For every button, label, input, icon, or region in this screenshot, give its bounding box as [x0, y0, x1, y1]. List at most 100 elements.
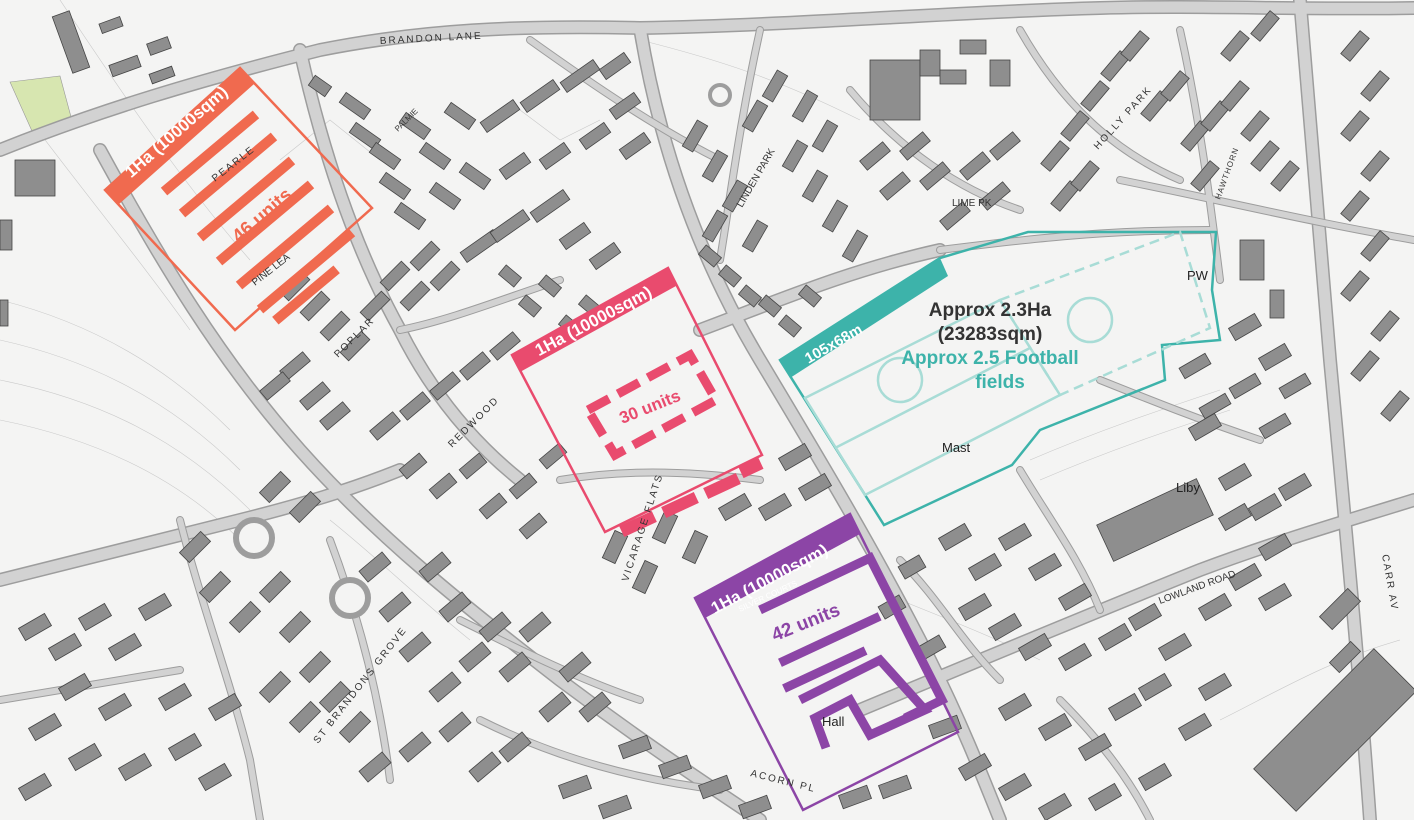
street-lime-pk: LIME PK: [952, 198, 992, 209]
building: [197, 762, 233, 792]
building: [97, 692, 133, 722]
building: [937, 522, 973, 552]
building: [358, 751, 392, 783]
building: [601, 529, 629, 565]
building: [877, 774, 913, 800]
building: [1137, 672, 1173, 702]
building: [318, 680, 352, 714]
building: [479, 99, 521, 133]
building: [228, 600, 262, 634]
building: [558, 221, 592, 251]
building: [899, 131, 931, 161]
building: [489, 331, 521, 361]
building: [517, 294, 543, 318]
building: [979, 181, 1011, 211]
building: [1217, 502, 1253, 532]
building: [148, 65, 176, 85]
building: [1247, 492, 1283, 522]
building: [1178, 352, 1212, 380]
building: [47, 632, 83, 662]
building: [1187, 412, 1223, 442]
building: [1250, 10, 1280, 42]
building: [518, 512, 548, 540]
building: [368, 141, 402, 171]
building: [1197, 672, 1233, 702]
building: [1160, 70, 1190, 102]
building: [1340, 190, 1370, 222]
building: [538, 141, 572, 171]
building: [618, 131, 652, 161]
building: [1360, 150, 1390, 182]
building: [458, 452, 488, 480]
building: [1198, 392, 1232, 420]
building: [538, 691, 572, 723]
building: [14, 159, 56, 197]
building: [359, 290, 391, 322]
building: [1037, 792, 1073, 820]
building: [77, 602, 113, 632]
building: [409, 240, 441, 272]
building: [1250, 140, 1280, 172]
building: [777, 442, 813, 472]
building: [369, 411, 401, 441]
building: [117, 752, 153, 782]
building: [608, 91, 642, 121]
building: [299, 290, 331, 322]
building: [1370, 310, 1400, 342]
building: [841, 229, 869, 263]
building: [358, 551, 392, 583]
building: [178, 530, 212, 564]
building: [737, 794, 773, 820]
building: [1360, 70, 1390, 102]
building: [1360, 230, 1390, 262]
building: [1220, 30, 1250, 62]
building: [1060, 110, 1090, 142]
building: [597, 794, 633, 820]
building: [1239, 239, 1265, 281]
building: [1350, 350, 1380, 382]
building: [801, 169, 829, 203]
building: [617, 734, 653, 760]
label-pw: PW: [1187, 268, 1209, 283]
building: [1328, 640, 1362, 674]
building: [298, 650, 332, 684]
building: [1097, 622, 1133, 652]
building: [1220, 80, 1250, 112]
building: [107, 632, 143, 662]
building: [497, 264, 523, 288]
building: [418, 551, 452, 583]
building: [721, 179, 749, 213]
building: [1227, 562, 1263, 592]
building: [717, 492, 753, 522]
building: [519, 79, 561, 113]
building: [1340, 30, 1370, 62]
building: [508, 472, 538, 500]
label-liby: Liby: [1176, 480, 1200, 495]
building: [1257, 532, 1293, 562]
building: [498, 651, 532, 683]
building: [1217, 462, 1253, 492]
building: [1270, 160, 1300, 192]
building: [428, 181, 462, 211]
parcel-lines: [0, 0, 1401, 721]
building: [1340, 270, 1370, 302]
building: [538, 442, 568, 470]
street-carr: CARR AV: [1379, 554, 1400, 612]
football-area-line2: (23283sqm): [938, 324, 1043, 345]
building: [1077, 732, 1113, 762]
building: [288, 490, 322, 524]
building: [757, 492, 793, 522]
building: [987, 612, 1023, 642]
building: [681, 119, 709, 153]
label-hall: Hall: [822, 714, 845, 729]
building: [558, 651, 592, 683]
building: [67, 742, 103, 772]
building: [631, 559, 659, 595]
building: [443, 101, 477, 131]
building: [438, 711, 472, 743]
building: [379, 260, 411, 292]
building: [468, 751, 502, 783]
building: [17, 772, 53, 802]
football-fields-line1: Approx 2.5 Football: [901, 348, 1078, 369]
building: [1027, 552, 1063, 582]
